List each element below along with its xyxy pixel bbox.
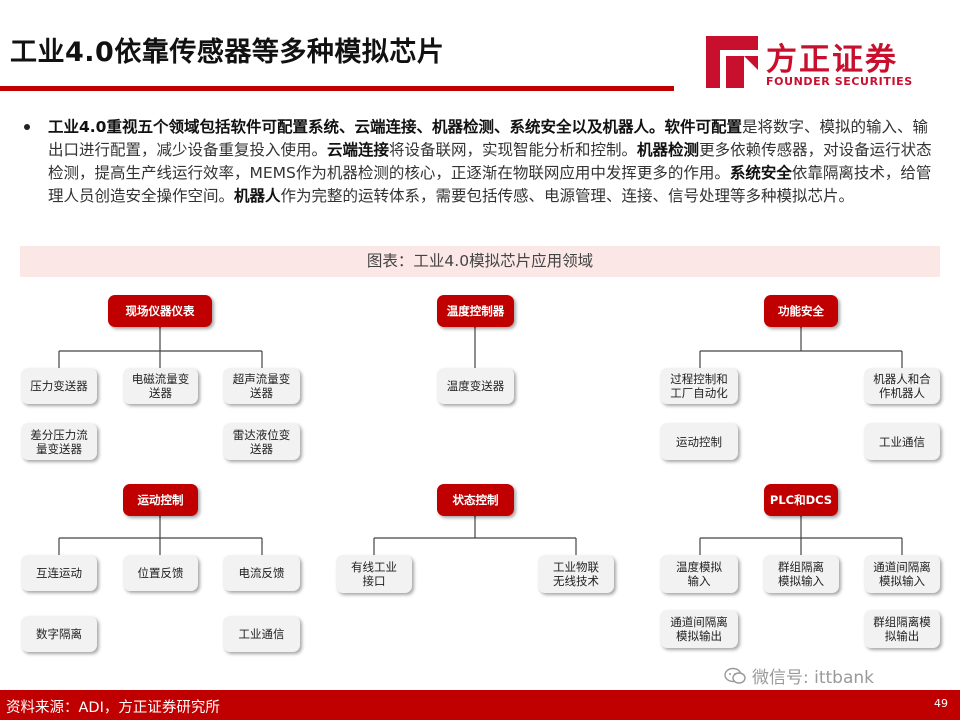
leaf-position-feedback: 位置反馈 — [123, 555, 198, 591]
leaf-current-feedback: 电流反馈 — [223, 555, 300, 591]
leaf-pressure-transmitter: 压力变送器 — [21, 368, 97, 404]
body-text: 将设备联网，实现智能分析和控制。 — [389, 141, 638, 159]
application-diagram: 现场仪器仪表 压力变送器 电磁流量变 送器 超声流量变 送器 差分压力流 量变送… — [0, 280, 960, 690]
leaf-iiot-wireless: 工业物联 无线技术 — [538, 555, 614, 593]
figure-caption: 图表：工业4.0模拟芯片应用领域 — [20, 246, 940, 277]
body-paragraph: 工业4.0重视五个领域包括软件可配置系统、云端连接、机器检测、系统安全以及机器人… — [48, 116, 934, 208]
logo-name: 方正证券 — [766, 42, 898, 78]
footer-bar — [0, 690, 960, 720]
watermark: 微信号: ittbank — [724, 663, 874, 688]
body-text: 更多依赖传感器，对设备运行状态检测，提高生产线运行效率，MEMS作为机器检测的核… — [48, 141, 932, 182]
hub-status-control: 状态控制 — [437, 484, 514, 516]
leaf-digital-isolation: 数字隔离 — [21, 616, 97, 652]
hub-field-instruments: 现场仪器仪表 — [108, 295, 212, 327]
leaf-process-control: 过程控制和 工厂自动化 — [660, 368, 738, 404]
bold-term: 云端连接 — [327, 141, 390, 159]
leaf-differential-pressure-flow: 差分压力流 量变送器 — [21, 423, 97, 460]
bold-term: 系统安全 — [729, 164, 792, 182]
leaf-electromagnetic-flow: 电磁流量变 送器 — [123, 368, 198, 404]
leaf-channel-isolated-analog-output: 通道间隔离 模拟输出 — [660, 610, 738, 648]
watermark-text: 微信号: ittbank — [752, 668, 875, 688]
bullet-dot — [24, 124, 30, 130]
hub-motion-control: 运动控制 — [123, 484, 198, 516]
body-text: 是将数字、模拟的输入、输出口进行配置，减少设备重复投入使用。 — [48, 118, 928, 159]
logo-english: FOUNDER SECURITIES — [766, 75, 913, 88]
leaf-temperature-analog-input: 温度模拟 输入 — [660, 555, 738, 593]
title-underline — [0, 86, 674, 91]
wechat-icon — [724, 667, 746, 684]
leaf-temperature-transmitter: 温度变送器 — [437, 368, 514, 404]
body-text: 依靠隔离技术，给管理人员创造安全操作空间。 — [48, 164, 932, 205]
leaf-industrial-communication: 工业通信 — [223, 616, 300, 652]
leaf-industrial-communication: 工业通信 — [864, 423, 940, 460]
bold-lead: 工业4.0重视五个领域包括软件可配置系统、云端连接、机器检测、系统安全以及机器人… — [48, 118, 665, 136]
bold-term: 机器检测 — [637, 141, 700, 159]
source-note: 资料来源：ADI，方正证券研究所 — [6, 700, 220, 716]
leaf-interconnected-motion: 互连运动 — [21, 555, 97, 591]
bold-term: 软件可配置 — [664, 118, 742, 136]
leaf-group-isolated-analog-input: 群组隔离 模拟输入 — [763, 555, 839, 593]
leaf-group-isolated-analog-output: 群组隔离模 拟输出 — [864, 610, 940, 648]
leaf-channel-isolated-analog-input: 通道间隔离 模拟输入 — [864, 555, 940, 593]
bold-term: 机器人 — [234, 187, 281, 205]
page-number: 49 — [934, 697, 948, 710]
leaf-robots-cobots: 机器人和合 作机器人 — [864, 368, 940, 404]
body-text: 作为完整的运转体系，需要包括传感、电源管理、连接、信号处理等多种模拟芯片。 — [280, 187, 855, 205]
hub-functional-safety: 功能安全 — [764, 295, 838, 327]
leaf-motion-control: 运动控制 — [660, 423, 738, 460]
hub-temperature-controller: 温度控制器 — [437, 295, 514, 327]
leaf-radar-level: 雷达液位变 送器 — [223, 423, 300, 460]
leaf-wired-industrial-interface: 有线工业 接口 — [336, 555, 412, 593]
hub-plc-dcs: PLC和DCS — [764, 484, 838, 516]
company-logo: 方正证券 FOUNDER SECURITIES — [706, 36, 916, 92]
founder-logo-icon — [706, 36, 758, 88]
page-title: 工业4.0依靠传感器等多种模拟芯片 — [10, 37, 445, 68]
leaf-ultrasonic-flow: 超声流量变 送器 — [223, 368, 300, 404]
